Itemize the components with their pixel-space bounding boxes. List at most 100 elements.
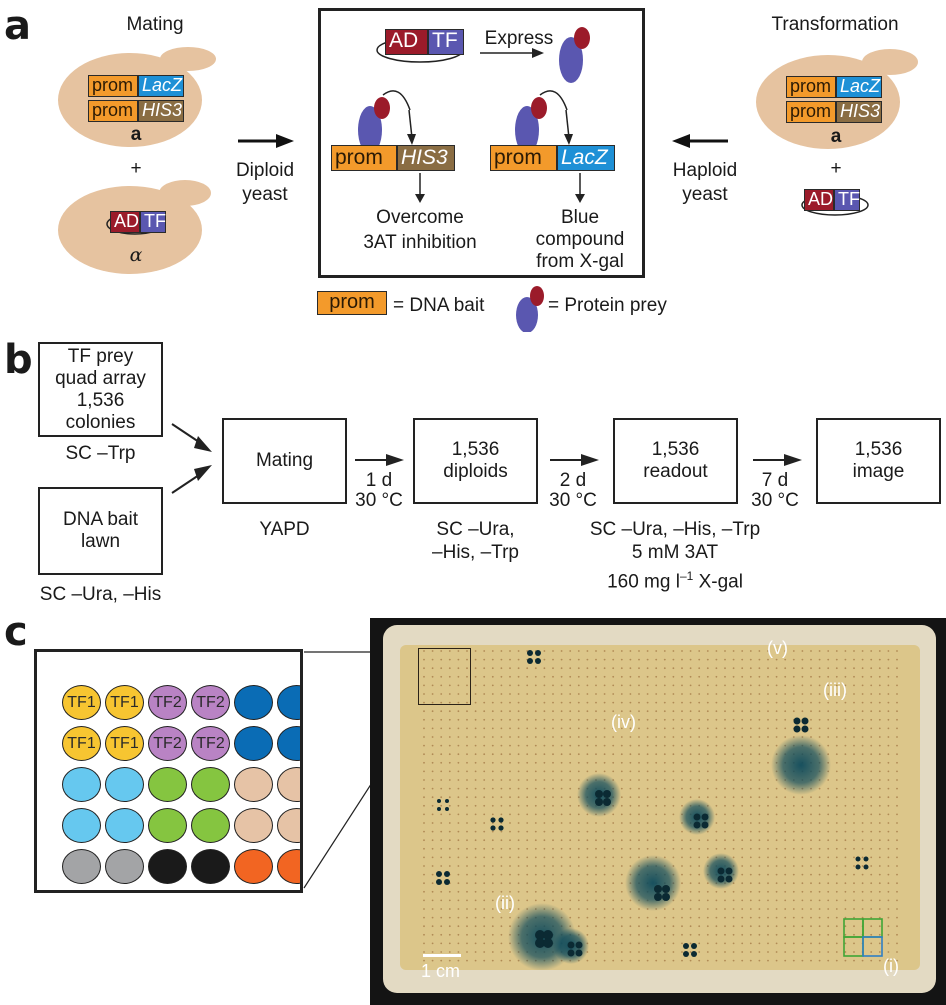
colony-dot — [775, 796, 778, 799]
colony-dot — [620, 693, 623, 695]
colony-dot — [775, 847, 778, 850]
colony-dot — [844, 847, 847, 850]
colony-dot — [741, 796, 744, 799]
colony-dot — [483, 873, 486, 876]
colony-dot — [448, 744, 451, 747]
colony-dot — [457, 727, 460, 730]
colony-dot — [792, 890, 795, 893]
colony-dot — [526, 761, 529, 764]
colony-dot — [706, 744, 709, 747]
colony-dot — [887, 779, 890, 781]
colony-dot — [423, 822, 425, 824]
colony-dot — [552, 856, 554, 859]
colony-dot — [844, 822, 847, 824]
colony-dot — [534, 736, 537, 738]
colony-dot — [724, 890, 726, 893]
colony-dot — [560, 890, 563, 893]
colony-dot — [861, 779, 864, 781]
colony-dot — [517, 744, 520, 747]
colony-dot — [861, 839, 864, 842]
colony-dot — [646, 761, 649, 764]
colony-dot — [827, 779, 830, 781]
colony-dot — [457, 942, 460, 945]
colony-dot — [638, 658, 640, 661]
colony-dot — [801, 856, 804, 859]
colony-dot — [741, 847, 744, 850]
colony-dot — [491, 770, 494, 773]
transition-2-temp: 30 °C — [549, 490, 597, 511]
colony-dot — [629, 787, 632, 790]
colony-dot — [423, 933, 425, 936]
colony-dot — [466, 865, 468, 867]
colony-dot — [620, 736, 623, 738]
colony-dot — [448, 718, 451, 721]
colony-dot — [835, 908, 838, 910]
colony-dot — [878, 727, 881, 730]
colony-dot — [603, 865, 606, 867]
colony-dot — [483, 710, 486, 713]
colony-dot — [483, 856, 486, 859]
colony-dot — [595, 693, 597, 695]
colony-dot — [724, 744, 726, 747]
colony-dot — [853, 796, 855, 799]
colony-dot — [586, 761, 589, 764]
colony-dot — [767, 925, 769, 928]
colony-dot — [827, 916, 830, 919]
colony-dot — [878, 770, 881, 773]
colony-dot — [491, 701, 494, 704]
colony-dot — [775, 933, 778, 936]
colony-dot — [526, 890, 529, 893]
colony-dot — [457, 693, 460, 695]
colony-dot — [801, 684, 804, 687]
colony-dot — [431, 710, 434, 713]
colony-dot — [896, 865, 898, 867]
colony-dot — [672, 830, 675, 833]
colony-dot — [887, 890, 890, 893]
colony-dot — [543, 727, 546, 730]
colony-dot — [577, 908, 580, 910]
colony-dot — [715, 650, 718, 652]
colony-dot — [603, 736, 606, 738]
box-line: DNA bait — [63, 509, 138, 530]
colony-dot — [689, 873, 692, 876]
colony-dot — [818, 822, 821, 824]
colony-dot — [543, 770, 546, 773]
colony-dot — [423, 890, 425, 893]
colony-dot — [792, 873, 795, 876]
colony-dot — [835, 727, 838, 730]
colony-dot — [784, 667, 787, 670]
colony-dot — [835, 925, 838, 928]
colony-dot — [448, 951, 451, 953]
colony-dot — [629, 813, 632, 816]
colony-dot — [844, 701, 847, 704]
colony-dot — [612, 951, 615, 953]
colony-dot — [672, 847, 675, 850]
colony-dot — [741, 908, 744, 910]
colony-dot — [466, 658, 468, 661]
colony-dot — [534, 856, 537, 859]
colony-dot — [552, 770, 554, 773]
colony-dot — [500, 684, 503, 687]
colony-dot — [749, 925, 752, 928]
colony-dot — [827, 839, 830, 842]
colony-dot — [887, 959, 890, 962]
colony-dot — [638, 650, 640, 652]
colony-dot — [792, 865, 795, 867]
colony-dot — [706, 839, 709, 842]
colony-dot — [767, 701, 769, 704]
colony-dot — [423, 865, 425, 867]
colony-dot — [715, 899, 718, 902]
colony-dot — [474, 882, 477, 885]
colony-dot — [681, 701, 683, 704]
colony-dot — [483, 658, 486, 661]
colony-dot — [749, 839, 752, 842]
colony-dot — [715, 744, 718, 747]
colony-dot — [672, 925, 675, 928]
colony-dot — [732, 736, 735, 738]
positive-colony — [535, 938, 545, 948]
colony-dot — [612, 753, 615, 756]
colony-dot — [887, 839, 890, 842]
positive-colony — [490, 825, 496, 831]
colony-dot — [741, 959, 744, 962]
colony-dot — [474, 684, 477, 687]
